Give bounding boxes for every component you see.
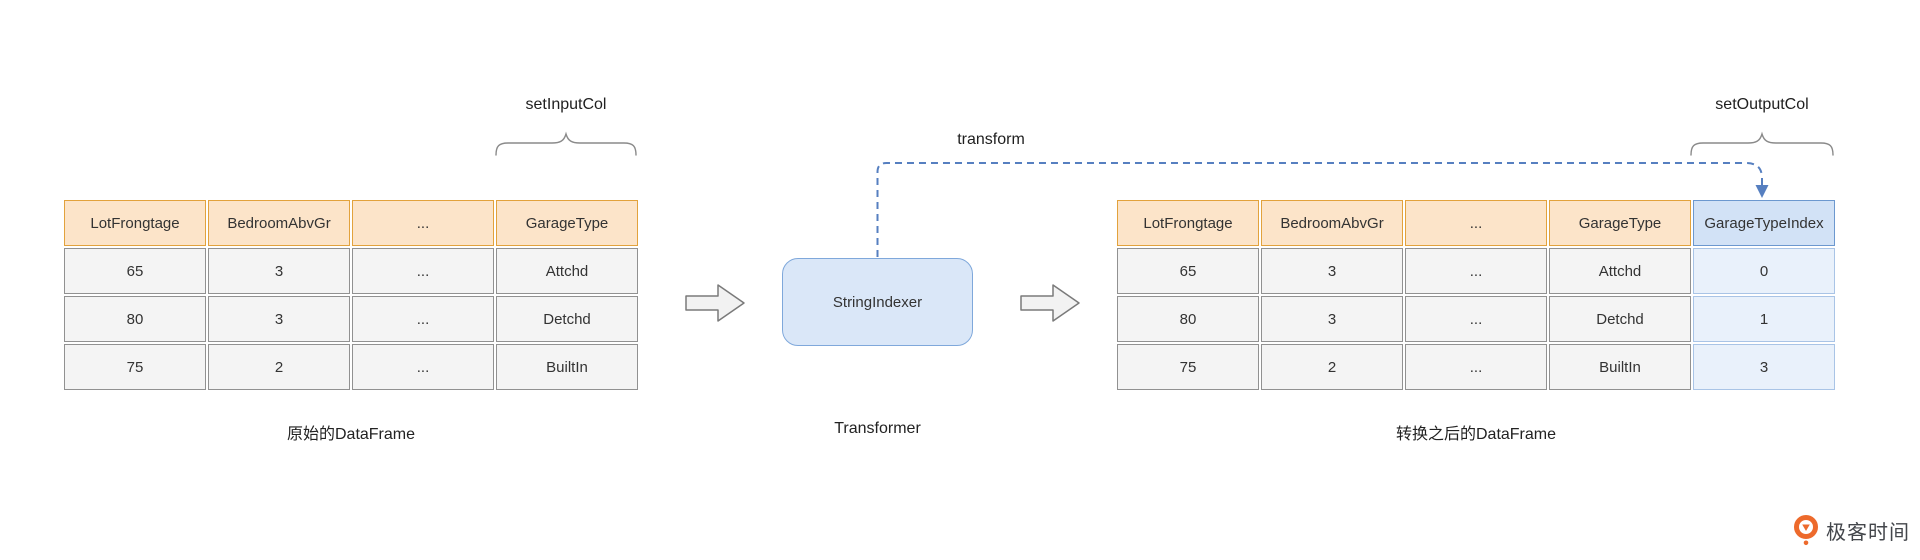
table-cell: 0: [1693, 248, 1835, 294]
column-header: GarageType: [1549, 200, 1691, 246]
table-cell: 80: [1117, 296, 1259, 342]
original-dataframe-caption: 原始的DataFrame: [286, 426, 416, 443]
table-cell: 3: [1261, 248, 1403, 294]
string-indexer-label: StringIndexer: [832, 293, 923, 311]
table-cell: 3: [208, 296, 350, 342]
column-header: BedroomAbvGr: [208, 200, 350, 246]
column-header: LotFrongtage: [64, 200, 206, 246]
column-header: ...: [1405, 200, 1547, 246]
flow-arrow-left-icon: [685, 284, 745, 322]
table-cell: 3: [1261, 296, 1403, 342]
table-cell: Attchd: [1549, 248, 1691, 294]
table-cell: ...: [352, 248, 494, 294]
table-cell: 2: [1261, 344, 1403, 390]
transformed-dataframe-caption: 转换之后的DataFrame: [1395, 426, 1557, 443]
set-input-col-label: setInputCol: [525, 96, 607, 113]
table-cell: 75: [64, 344, 206, 390]
table-cell: ...: [1405, 344, 1547, 390]
table-cell: 75: [1117, 344, 1259, 390]
table-cell: 65: [1117, 248, 1259, 294]
table-cell: 65: [64, 248, 206, 294]
table-cell: 3: [208, 248, 350, 294]
table-cell: BuiltIn: [1549, 344, 1691, 390]
table-cell: ...: [352, 296, 494, 342]
input-col-brace-icon: [495, 131, 637, 156]
table-cell: ...: [1405, 248, 1547, 294]
table-cell: 2: [208, 344, 350, 390]
table-cell: ...: [1405, 296, 1547, 342]
output-col-brace-icon: [1690, 131, 1834, 156]
column-header: ...: [352, 200, 494, 246]
table-cell: 1: [1693, 296, 1835, 342]
table-cell: 3: [1693, 344, 1835, 390]
column-header: GarageTypeIndex: [1693, 200, 1835, 246]
table-cell: ...: [352, 344, 494, 390]
set-output-col-label: setOutputCol: [1715, 96, 1809, 113]
transformer-caption: Transformer: [834, 420, 921, 437]
column-header: LotFrongtage: [1117, 200, 1259, 246]
column-header: BedroomAbvGr: [1261, 200, 1403, 246]
table-cell: Attchd: [496, 248, 638, 294]
string-indexer-box: StringIndexer: [782, 258, 973, 346]
table-cell: Detchd: [1549, 296, 1691, 342]
geektime-logo-text: 极客时间: [1826, 521, 1910, 544]
geektime-logo-icon: [1794, 515, 1818, 546]
flow-arrow-right-icon: [1020, 284, 1080, 322]
table-cell: BuiltIn: [496, 344, 638, 390]
transform-label: transform: [957, 131, 1025, 148]
column-header: GarageType: [496, 200, 638, 246]
table-cell: Detchd: [496, 296, 638, 342]
table-cell: 80: [64, 296, 206, 342]
geektime-logo: 极客时间: [1793, 514, 1910, 546]
